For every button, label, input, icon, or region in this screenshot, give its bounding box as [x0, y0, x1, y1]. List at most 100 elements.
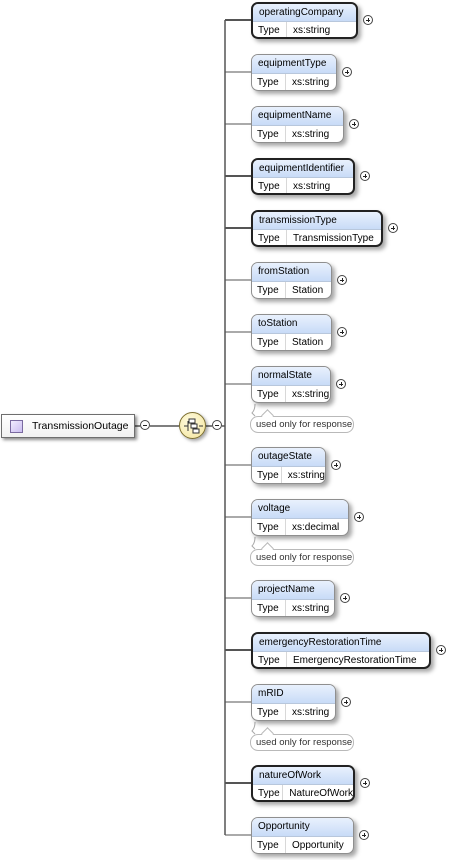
root-collapse-icon[interactable]: [140, 420, 150, 430]
type-value: NatureOfWork: [289, 788, 353, 799]
type-value: EmergencyRestorationTime: [293, 655, 417, 666]
root-element-box[interactable]: TransmissionOutage: [1, 414, 135, 438]
type-key: Type: [252, 386, 286, 402]
type-key: Type: [252, 704, 286, 720]
expand-icon[interactable]: [340, 593, 350, 603]
element-type-row: Type xs:string: [253, 22, 356, 37]
type-value: xs:string: [292, 707, 330, 718]
expand-icon[interactable]: [342, 67, 352, 77]
type-value: xs:string: [293, 25, 331, 36]
type-key: Type: [253, 230, 287, 245]
element-type-row: Type xs:string: [252, 467, 325, 483]
expand-icon[interactable]: [360, 778, 370, 788]
element-type-row: Type Station: [252, 282, 331, 298]
expand-icon[interactable]: [337, 327, 347, 337]
expand-icon[interactable]: [349, 119, 359, 129]
complex-type-icon: [10, 419, 23, 433]
expand-icon[interactable]: [360, 171, 370, 181]
type-key: Type: [252, 600, 286, 616]
type-key: Type: [252, 126, 286, 142]
element-type-row: Type xs:string: [252, 386, 330, 402]
element-name: transmissionType: [253, 212, 381, 230]
expand-icon[interactable]: [341, 697, 351, 707]
element-name: equipmentType: [252, 55, 336, 74]
type-key: Type: [252, 282, 286, 298]
type-value: xs:string: [293, 181, 331, 192]
type-value: xs:string: [292, 389, 330, 400]
element-type-row: Type xs:string: [252, 704, 335, 720]
annotation-note: used only for response: [250, 734, 354, 751]
element-type-row: Type Opportunity: [252, 837, 353, 853]
type-key: Type: [252, 837, 286, 853]
element-type-row: Type xs:string: [252, 600, 334, 616]
element-name: emergencyRestorationTime: [253, 634, 429, 652]
type-value: xs:string: [292, 129, 330, 140]
note-bracket: [251, 536, 256, 550]
element-type-row: Type EmergencyRestorationTime: [253, 652, 429, 667]
type-value: Station: [292, 337, 324, 348]
element-type-row: Type xs:decimal: [252, 519, 348, 535]
element-name: voltage: [252, 500, 348, 519]
type-value: Station: [292, 285, 324, 296]
element-name: normalState: [252, 367, 330, 386]
annotation-note: used only for response: [250, 416, 354, 433]
expand-icon[interactable]: [359, 830, 369, 840]
element-name: toStation: [252, 315, 331, 334]
annotation-note: used only for response: [250, 549, 354, 566]
expand-icon[interactable]: [363, 15, 373, 25]
element-type-row: Type xs:string: [252, 74, 336, 90]
element-name: outageState: [252, 448, 325, 467]
element-name: equipmentIdentifier: [253, 160, 353, 178]
type-key: Type: [252, 334, 286, 350]
type-key: Type: [252, 74, 286, 90]
type-key: Type: [252, 519, 286, 535]
type-key: Type: [252, 467, 282, 483]
element-name: equipmentName: [252, 107, 343, 126]
note-bracket: [251, 721, 256, 735]
expand-icon[interactable]: [354, 512, 364, 522]
type-value: xs:string: [287, 470, 325, 481]
expand-icon[interactable]: [331, 460, 341, 470]
sequence-collapse-icon[interactable]: [212, 420, 222, 430]
type-value: Opportunity: [292, 840, 344, 851]
element-name: fromStation: [252, 263, 331, 282]
element-name: operatingCompany: [253, 4, 356, 22]
type-value: xs:string: [292, 77, 330, 88]
expand-icon[interactable]: [436, 645, 446, 655]
element-name: projectName: [252, 581, 334, 600]
element-name: natureOfWork: [253, 767, 353, 785]
expand-icon[interactable]: [336, 379, 346, 389]
type-key: Type: [253, 785, 284, 800]
type-value: TransmissionType: [293, 233, 374, 244]
expand-icon[interactable]: [388, 223, 398, 233]
element-name: mRID: [252, 685, 335, 704]
element-type-row: Type xs:string: [252, 126, 343, 142]
type-key: Type: [253, 652, 287, 667]
type-value: xs:string: [292, 603, 330, 614]
type-value: xs:decimal: [292, 522, 340, 533]
expand-icon[interactable]: [337, 275, 347, 285]
element-type-row: Type Station: [252, 334, 331, 350]
sequence-compositor-icon[interactable]: [179, 412, 206, 439]
element-type-row: Type TransmissionType: [253, 230, 381, 245]
type-key: Type: [253, 22, 287, 37]
root-element-name: TransmissionOutage: [32, 420, 129, 432]
element-name: Opportunity: [252, 818, 353, 837]
